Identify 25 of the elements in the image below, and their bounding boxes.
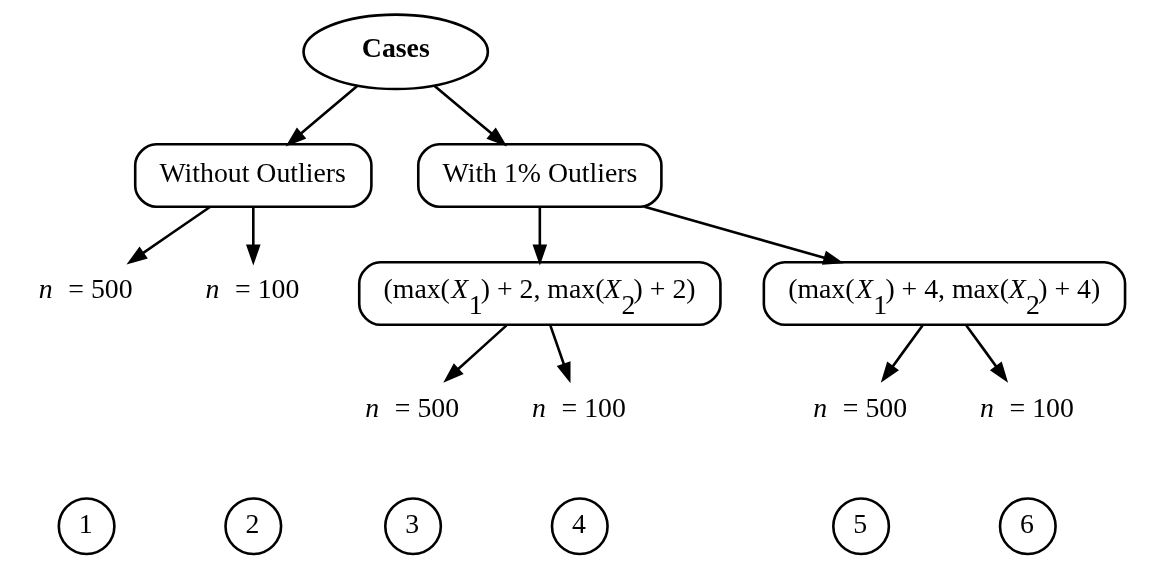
arrow: [549, 324, 571, 384]
node-text: n = 500: [365, 391, 460, 423]
arrow: [532, 207, 548, 266]
arrow: [443, 324, 508, 383]
arrow: [246, 207, 261, 266]
arrow: [285, 84, 359, 147]
node-circle: 2: [224, 497, 283, 556]
node-text: n = 500: [38, 273, 133, 305]
arrow: [644, 205, 844, 265]
node-text: n = 100: [532, 391, 626, 423]
node-text: n = 500: [813, 391, 908, 423]
node-box: With 1% Outliers: [416, 142, 663, 209]
node-box: Without Outliers: [133, 142, 373, 209]
node-circle: 5: [832, 497, 891, 556]
node-circle: 1: [57, 497, 116, 556]
arrow: [880, 324, 924, 383]
arrow: [126, 205, 211, 265]
node-ellipse: Cases: [302, 13, 490, 91]
node-circle: 3: [383, 497, 443, 556]
node-circle: 4: [550, 497, 609, 556]
arrow: [965, 324, 1009, 383]
arrow: [433, 84, 508, 147]
node-text: n = 100: [205, 273, 300, 305]
node-text: n = 100: [980, 391, 1074, 423]
node-circle: 6: [998, 497, 1057, 556]
